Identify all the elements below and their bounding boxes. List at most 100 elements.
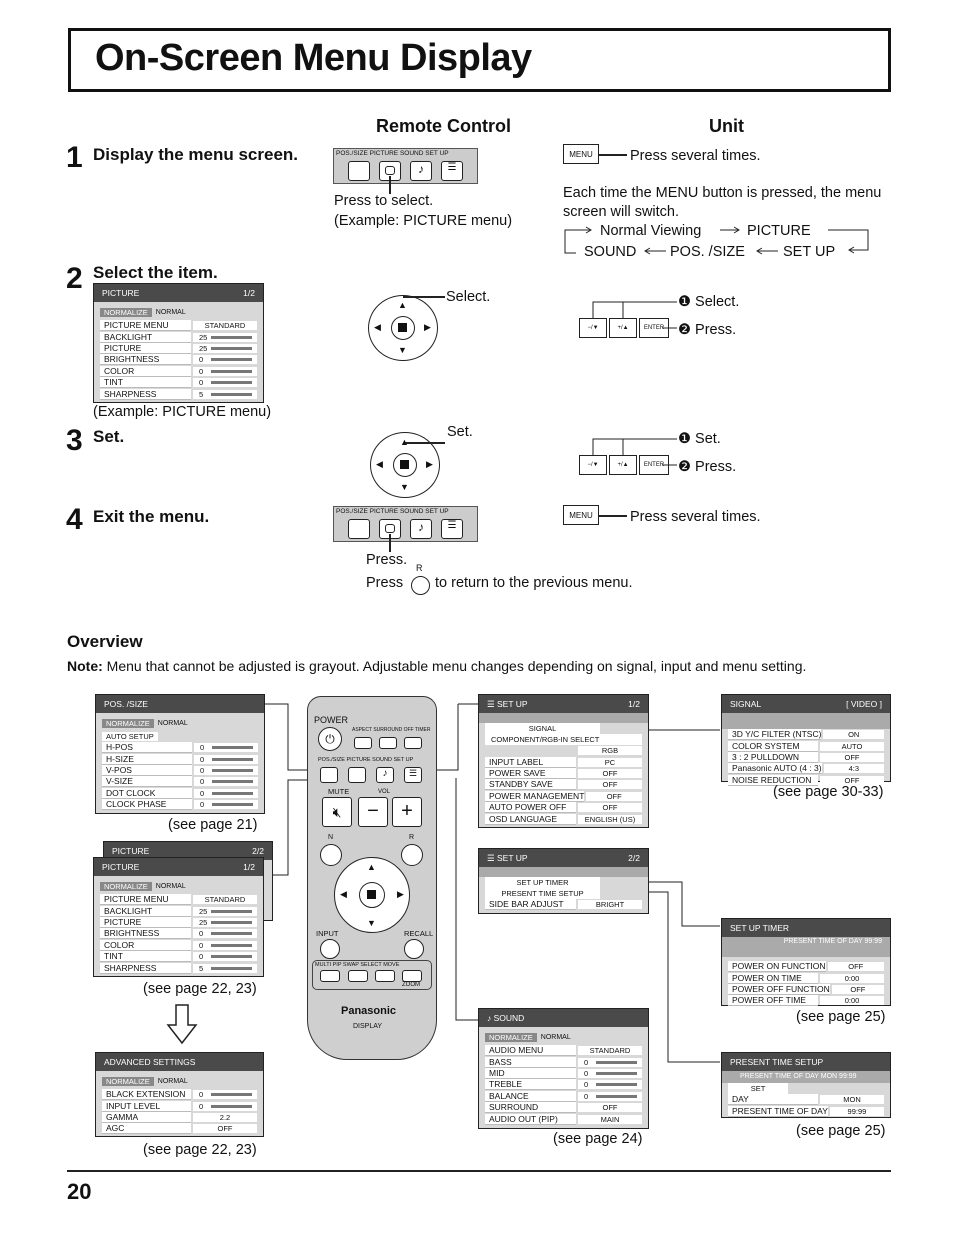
sound-key[interactable]: ♪ <box>410 519 432 539</box>
recall-button[interactable] <box>404 939 424 959</box>
menu-row-label: AUDIO OUT (PIP) <box>485 1113 576 1125</box>
select-button[interactable] <box>375 970 395 982</box>
input-button[interactable] <box>320 939 340 959</box>
menu-row[interactable]: 3D Y/C FILTER (NTSC)ON <box>728 729 884 741</box>
remote-dpad-select[interactable]: ▲ ▼ ◀ ▶ <box>368 295 438 361</box>
slider-bar <box>212 757 253 761</box>
key-label-setup: SET UP <box>425 508 449 515</box>
unit-minus-button[interactable]: −/▼ <box>579 318 607 338</box>
unit-enter-button-2[interactable]: ENTER <box>639 455 669 475</box>
pos-size-key[interactable] <box>348 519 370 539</box>
normal-value: NORMAL <box>155 882 186 890</box>
remote-pos-button[interactable] <box>320 767 338 783</box>
remote-picture-button[interactable] <box>348 767 366 783</box>
remote-sound-button[interactable]: ♪ <box>376 767 394 783</box>
remote-setup-button[interactable]: ☰ <box>404 767 422 783</box>
menu-row-label: TINT <box>100 377 191 389</box>
remote-dpad[interactable]: ▲ ▼ ◀ ▶ <box>334 857 410 933</box>
move-button[interactable] <box>402 970 422 982</box>
return-key-icon[interactable] <box>411 576 430 595</box>
menu-row[interactable]: Panasonic AUTO (4 : 3)4:3 <box>728 763 884 775</box>
menu-row-value: 0 <box>193 929 257 939</box>
surround-button[interactable] <box>379 737 397 749</box>
menu-row-label: STANDBY SAVE <box>485 779 576 791</box>
unit-menu-button[interactable]: MENU <box>563 144 599 164</box>
menu-row[interactable]: AUDIO OUT (PIP)MAIN <box>485 1113 642 1125</box>
normal-value: NORMAL <box>540 1033 571 1041</box>
menu-row-label: AGC <box>102 1123 191 1135</box>
setup-key[interactable]: ☰ <box>441 519 463 539</box>
aspect-button[interactable] <box>354 737 372 749</box>
swap-button[interactable] <box>348 970 368 982</box>
n-button[interactable] <box>320 844 342 866</box>
mute-button[interactable]: 🔇︎ <box>322 797 352 827</box>
auto-setup-item: AUTO SETUP <box>102 732 158 741</box>
menu-row-label: BRIGHTNESS <box>100 928 191 940</box>
value-text: 0 <box>200 800 205 810</box>
unit-menu-button-2[interactable]: MENU <box>563 505 599 525</box>
menu-row-value: ON <box>823 730 884 740</box>
normal-value: NORMAL <box>155 308 186 316</box>
sound-key[interactable]: ♪ <box>410 161 432 181</box>
timer-ref: (see page 25) <box>796 1009 886 1025</box>
step-1-number: 1 <box>66 141 83 174</box>
pos-size-key[interactable] <box>348 161 370 181</box>
menu-row-value: 0 <box>193 952 257 962</box>
vol-up-button[interactable]: + <box>392 797 422 827</box>
power-button[interactable]: ⏻ <box>318 727 342 751</box>
signal-ref: (see page 30-33) <box>773 784 884 800</box>
setup-key[interactable]: ☰ <box>441 161 463 181</box>
multi-pip-button[interactable] <box>320 970 340 982</box>
unit-header: Unit <box>709 116 744 136</box>
vol-down-button[interactable]: − <box>358 797 388 827</box>
r-button[interactable] <box>401 844 423 866</box>
off-timer-button[interactable] <box>404 737 422 749</box>
